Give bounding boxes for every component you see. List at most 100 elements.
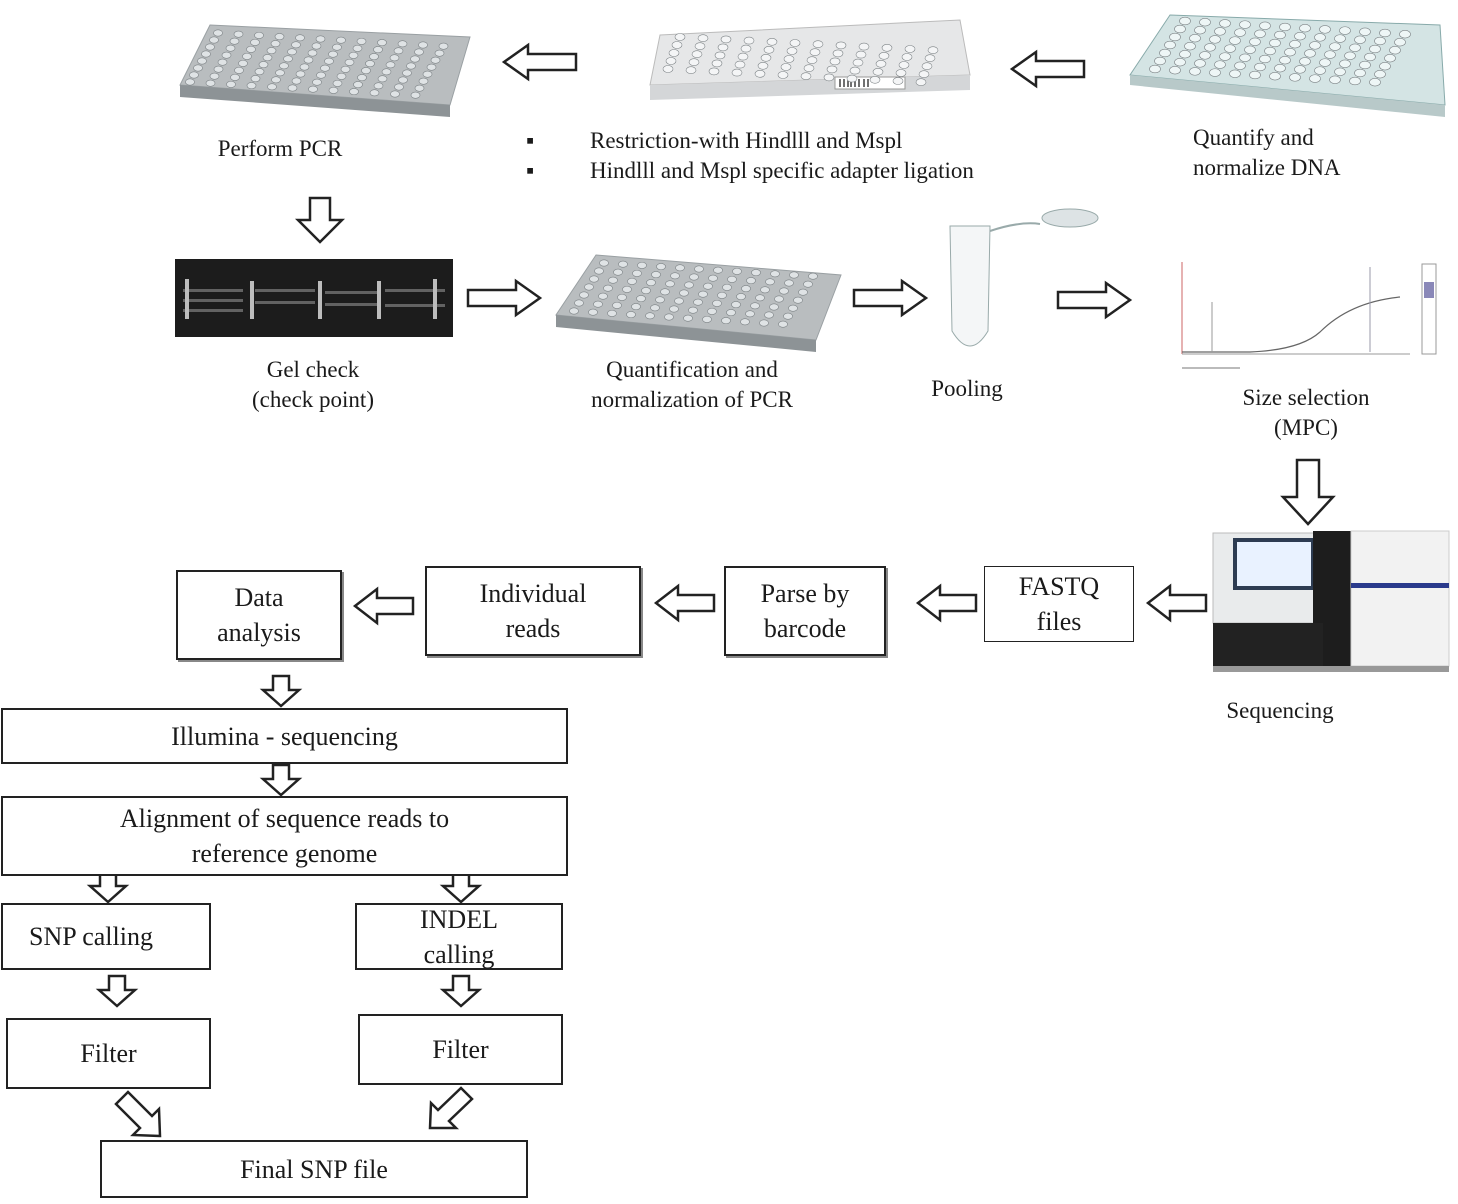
plate-well xyxy=(726,309,736,317)
plate-well xyxy=(1244,45,1256,54)
plate-well xyxy=(1234,28,1246,37)
plate-well xyxy=(1319,58,1331,67)
plate-well xyxy=(665,57,677,65)
plate-well xyxy=(755,294,765,302)
plate-well xyxy=(434,49,445,57)
plate-well xyxy=(852,58,864,67)
plate-well xyxy=(1299,24,1311,33)
arrow-left-5 xyxy=(654,584,716,622)
plate-well xyxy=(1239,20,1251,29)
plate-well xyxy=(1209,68,1221,77)
plate-well xyxy=(599,259,609,267)
plate-well xyxy=(849,66,861,75)
plate-well xyxy=(1194,26,1206,35)
plate-well xyxy=(193,64,203,72)
plate-well xyxy=(1354,35,1366,44)
plate-well xyxy=(1344,51,1356,60)
plate-well xyxy=(352,44,363,52)
plate-well xyxy=(800,72,812,81)
plate-well xyxy=(389,54,400,62)
plate-well xyxy=(593,300,603,308)
plate-well xyxy=(316,71,326,79)
plate-well xyxy=(632,269,642,277)
plate-well xyxy=(783,312,793,320)
plate-well xyxy=(393,47,404,55)
plate-well xyxy=(438,42,449,50)
plate-well xyxy=(740,318,750,326)
plate-well xyxy=(246,82,257,90)
plate-well xyxy=(662,65,674,73)
plate-well xyxy=(869,76,881,84)
plate-well xyxy=(637,261,647,269)
plate-well xyxy=(603,284,613,292)
plate-well xyxy=(205,79,216,87)
plate-well xyxy=(803,64,815,73)
plate-well xyxy=(271,76,281,84)
plate-well xyxy=(1274,30,1286,40)
arrow-left-6 xyxy=(353,587,415,625)
plate-well xyxy=(213,65,224,73)
plate-well xyxy=(349,88,359,96)
plate-well xyxy=(414,84,425,92)
plate-well xyxy=(579,291,589,299)
plate-well xyxy=(783,55,795,63)
plate-well xyxy=(1369,78,1381,87)
plate-well xyxy=(1339,59,1351,68)
plate-well xyxy=(618,260,628,268)
arrow-down-c xyxy=(88,870,128,904)
plate-well xyxy=(1174,58,1186,67)
plate-well xyxy=(569,307,579,315)
plate-well xyxy=(707,307,717,315)
plate-well xyxy=(1239,53,1251,62)
arrow-right-2 xyxy=(852,279,928,317)
plate-well xyxy=(757,61,769,70)
arrow-right-1 xyxy=(466,279,542,317)
plate-well xyxy=(307,49,318,57)
plate-well xyxy=(745,310,755,318)
plate-well xyxy=(892,77,904,85)
plate-well xyxy=(275,69,285,77)
plate-well xyxy=(1229,36,1241,45)
sequencing-label: Sequencing xyxy=(1226,698,1334,723)
plate-well xyxy=(921,62,933,71)
plate-well xyxy=(1334,67,1346,76)
pcr-plate-image xyxy=(179,24,471,117)
plate-well xyxy=(778,320,788,328)
plate-well xyxy=(777,71,789,79)
plate-well xyxy=(1334,34,1346,43)
plate-well xyxy=(410,91,421,99)
plate-well xyxy=(789,271,799,279)
plate-well xyxy=(1314,33,1326,42)
plate-well xyxy=(720,35,732,44)
individual-line2: reads xyxy=(505,614,561,643)
plate-well xyxy=(702,315,712,323)
filter-left-box: Filter xyxy=(6,1018,211,1089)
plate-well xyxy=(353,81,363,89)
plate-well xyxy=(858,42,870,51)
plate-well xyxy=(769,303,779,311)
plate-well xyxy=(225,44,236,52)
plate-well xyxy=(737,52,749,61)
plate-well xyxy=(622,285,632,293)
fastq-files-box: FASTQ files xyxy=(984,566,1134,642)
plate-well xyxy=(1379,28,1391,38)
bullet-2: ▪ xyxy=(526,158,535,183)
plate-well xyxy=(812,40,824,49)
plate-well xyxy=(612,301,622,309)
plate-well xyxy=(1389,46,1401,55)
plate-well xyxy=(631,303,641,311)
plate-well xyxy=(740,44,752,53)
quant-pcr-line1: Quantification and xyxy=(606,357,778,382)
parse-by-barcode-box: Parse by barcode xyxy=(724,566,886,656)
plate-well xyxy=(303,56,314,64)
plate-well xyxy=(426,63,437,71)
gel-check-line2: (check point) xyxy=(252,387,374,412)
plate-well xyxy=(927,46,939,55)
plate-well xyxy=(1339,26,1351,35)
plate-well xyxy=(872,67,884,76)
plate-well xyxy=(328,50,338,58)
plate-well xyxy=(398,76,408,84)
plate-well xyxy=(691,50,703,59)
plate-well xyxy=(267,83,277,91)
arrow-down-pcr xyxy=(296,196,344,244)
